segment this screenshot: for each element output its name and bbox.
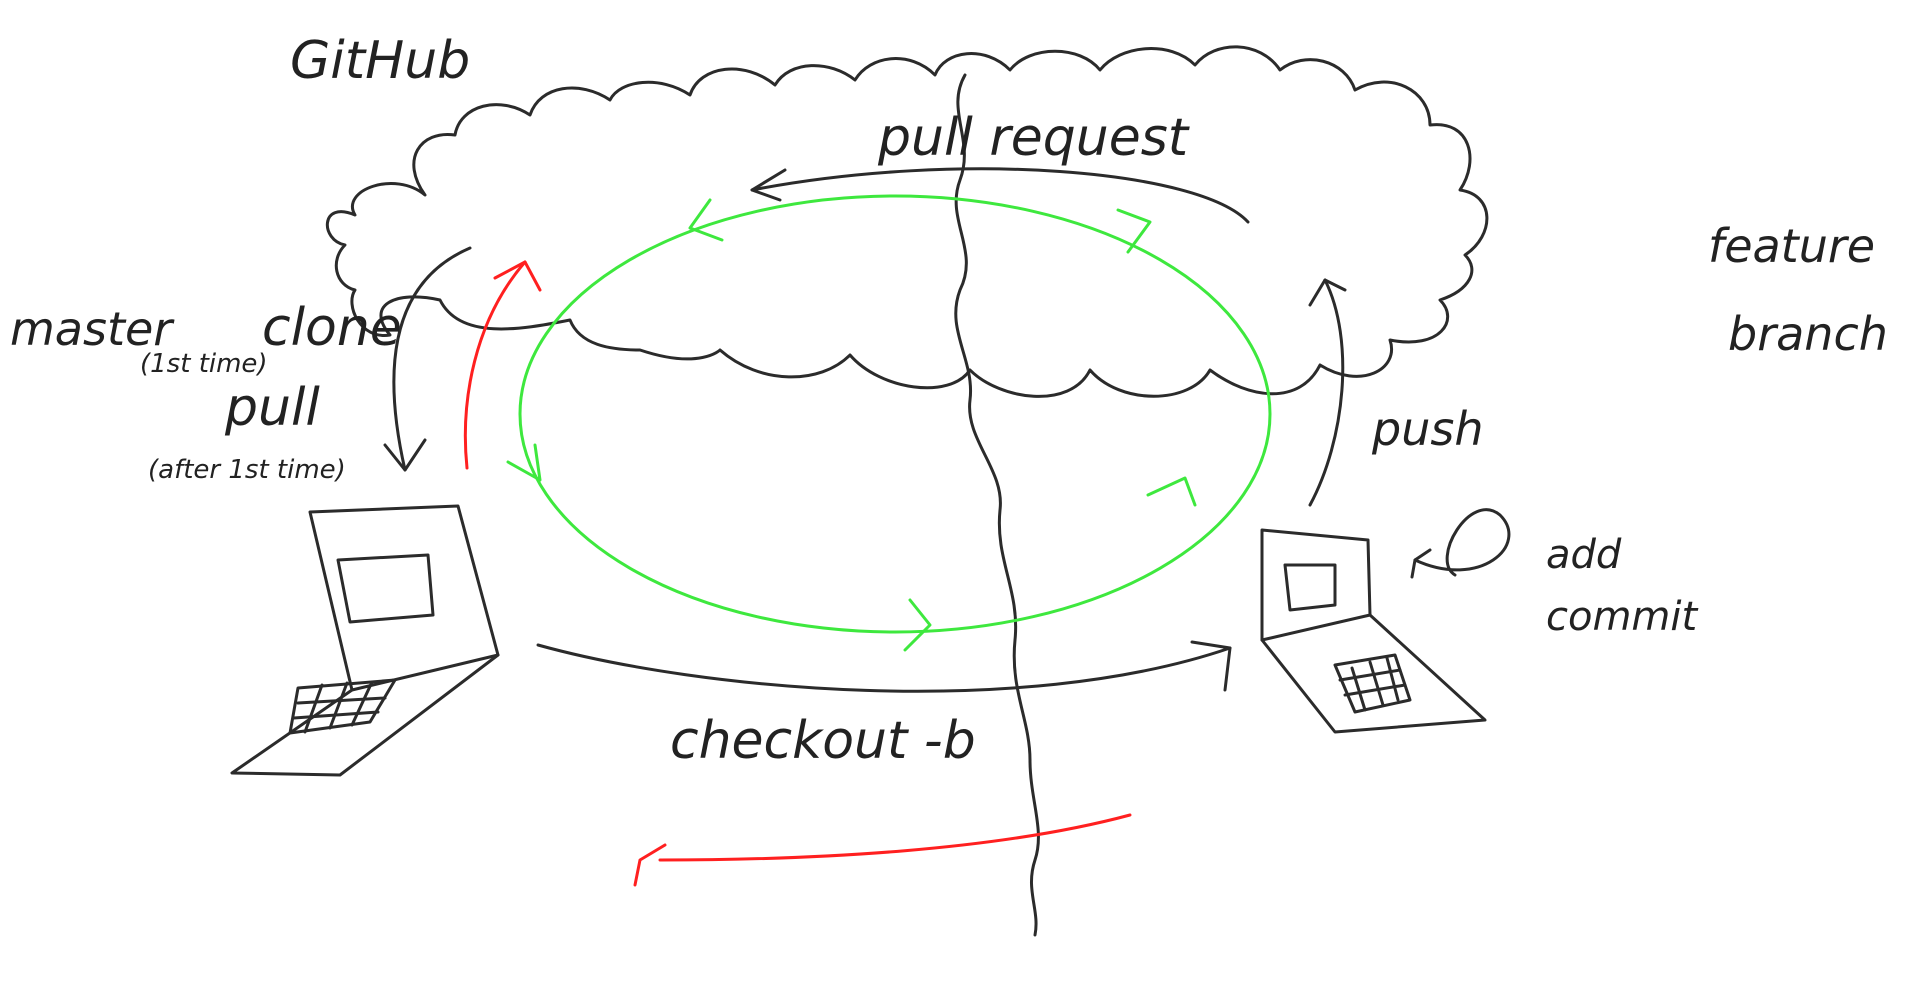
commit-label: commit (1546, 594, 1699, 640)
checkout-label: checkout -b (670, 711, 976, 771)
after-first-time-label: (after 1st time) (148, 455, 346, 485)
divider-line (954, 73, 1040, 937)
cloud-icon (325, 45, 1489, 398)
github-label: GitHub (290, 31, 470, 91)
laptop-icon (230, 504, 500, 777)
pull-request-label: pull request (877, 108, 1190, 168)
first-time-label: (1st time) (140, 349, 268, 379)
red-arrows (463, 260, 1132, 887)
flow-arrows (383, 167, 1511, 693)
add-label: add (1546, 532, 1622, 578)
laptop-icon (1260, 528, 1487, 734)
branch-label: branch (1728, 307, 1888, 361)
clone-label: clone (262, 298, 402, 358)
feature-label: feature (1708, 219, 1875, 273)
master-label: master (10, 302, 175, 356)
workflow-cycle (506, 194, 1272, 652)
push-label: push (1371, 402, 1483, 456)
pull-label: pull (224, 378, 320, 438)
